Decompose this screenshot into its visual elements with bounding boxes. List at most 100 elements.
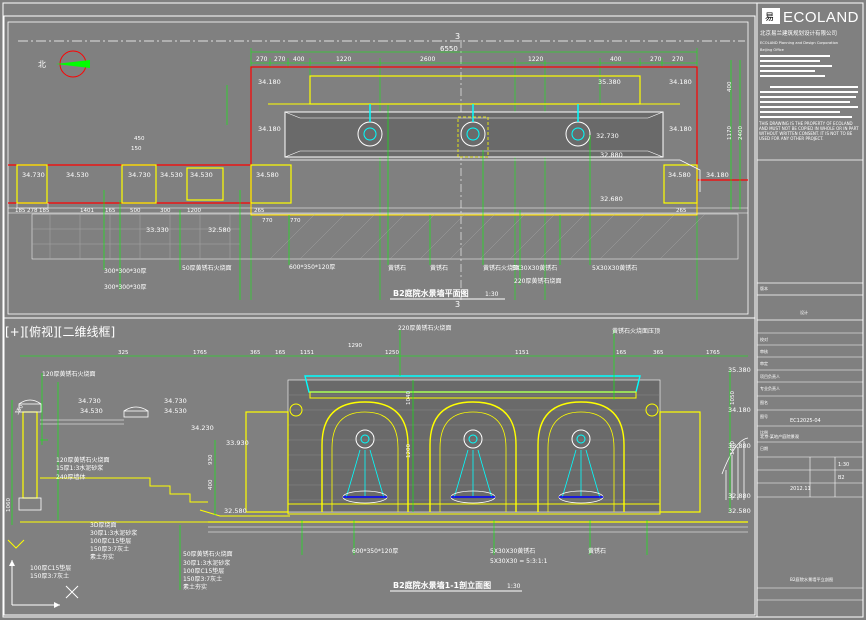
elev-layer: 150厚3:7灰土 [90,545,129,553]
elev-layer: 30厚1:3水泥砂浆 [90,529,137,537]
viewport-control-menu[interactable]: [+] [5,325,25,339]
elev-note: 5X30X30 = 5:3:1:1 [490,558,548,565]
elev-note: 黄锈石 [588,547,606,555]
tb-label: 项目负责人 [760,373,780,379]
elev-layer: 素土夯实 [90,553,114,561]
elev-note: 120厚黄锈石火烧面 [42,370,95,378]
elev-height-dim: 1050 [730,391,736,405]
plan-title: B2庭院水景墙平面图 [393,288,469,298]
plan-pillar-left [250,164,292,204]
plan-right-dim: 2400 [738,126,744,140]
plan-bottom-dim: 165 [105,208,116,214]
elev-left-post [18,399,42,511]
plan-step [186,167,224,201]
view-menu[interactable]: [俯视] [24,325,58,339]
elev-label: 34.180 [728,406,751,414]
company-address: Beijing Office [760,48,785,52]
legal-cn-lines [760,86,858,118]
plan-post-1 [16,164,48,204]
plan-left-dim: 1401 [80,208,94,214]
plan-right-dim: 400 [727,81,733,92]
tb-date: 2012.11 [790,486,811,492]
plan-notes: 300*300*30厚 300*300*30厚 50厚黄锈石火烧面 600*35… [104,264,637,291]
elev-dim: 1250 [385,350,399,356]
north-label: 北 [38,60,46,69]
plan-bottom-dim: 265 [676,208,687,214]
plan-dim: 1220 [528,56,543,63]
plan-dim: 400 [610,56,622,63]
company-name-cn: 北京易兰建筑规划设计有限公司 [760,29,837,37]
tb-label: 审定 [760,360,768,366]
plan-elev-label: 34.730 [22,171,45,179]
plan-elev-label: 34.530 [190,171,213,179]
drawing-number: EC12025-04 [790,418,821,424]
plan-elev-label: 34.580 [668,171,691,179]
plan-note: 220厚黄锈石烧面 [514,277,561,285]
ucs-icon [7,539,79,608]
elev-height-dim: 350 [15,403,26,416]
ecoland-logo-icon [762,8,780,24]
plan-bottom-dim: 278 [27,208,38,214]
elev-dim: 365 [653,350,664,356]
elev-layer: 3D厚烧面 [90,521,116,529]
elev-label: 34.530 [80,407,103,415]
elev-label: 32.580 [224,507,247,515]
plan-view: 3 3 北 6550 270 270 400 1220 2600 1220 40… [7,21,749,315]
plan-elev-label: 34.180 [669,78,692,86]
plan-bottom-dim: 185 [39,208,50,214]
plan-dim: 2600 [420,56,435,63]
elev-arch-1 [321,401,409,512]
plan-fountain-1 [357,104,383,147]
tb-label: 审核 [760,348,768,354]
elev-dim: 1151 [515,350,529,356]
plan-section-mark: 3 [455,32,460,41]
plan-elev-label: 34.530 [160,171,183,179]
plan-right-dim: 1170 [727,126,733,140]
elev-right-railing [721,437,749,500]
plan-pillar-right [663,164,698,204]
plan-elevations: 34.180 35.380 34.180 34.180 34.180 32.73… [22,78,729,234]
elev-stone-wall [287,379,661,513]
plan-dim: 270 [256,56,268,63]
logo-text: ECOLAND [783,9,859,26]
plan-note: 50厚黄锈石火烧面 [182,264,232,272]
elev-layer: 100厚C15垫层 [183,567,224,575]
elev-note: 600*350*120厚 [352,548,398,555]
elev-dim: 165 [616,350,627,356]
elev-note: 黄锈石火烧面压顶 [612,327,660,335]
plan-top-dims: 270 270 400 1220 2600 1220 400 270 270 [256,56,684,63]
svg-text:易: 易 [765,12,774,23]
plan-total-dim: 6550 [440,45,458,53]
visual-style-menu[interactable]: [二维线框] [57,325,116,339]
elev-note: 220厚黄锈石火烧面 [398,324,451,332]
plan-elev-label: 32.580 [208,226,231,234]
plan-dim: 270 [650,56,662,63]
elev-layer: 15厚1:3水泥砂浆 [56,464,103,472]
plan-note: 黄锈石火烧面 [483,264,519,272]
elev-layer: 素土夯实 [183,583,207,591]
viewport-label[interactable]: [+][俯视][二维线框] [5,323,115,340]
plan-dim: 1220 [336,56,351,63]
tb-bottom-code: B2庭院水景墙平立剖图 [790,576,833,583]
plan-note: 5X30X30黄锈石 [512,264,557,272]
elev-height-dim: 1040 [406,391,412,405]
plan-bottom-dim: 300 [160,208,171,214]
plan-elev-label: 34.580 [256,171,279,179]
plan-elev-label: 34.180 [669,125,692,133]
elev-label: 34.530 [164,407,187,415]
elev-height-dim: 1400 [730,441,736,455]
plan-left-dim: 150 [131,146,142,152]
elev-height-dim: 1200 [406,444,412,458]
elev-pillar-right [659,411,701,513]
plan-elev-label: 34.180 [706,171,729,179]
tb-grid [757,332,863,601]
plan-dim: 270 [672,56,684,63]
elev-brick-hatch [288,394,660,501]
plan-pool-outline [284,111,664,158]
plan-leaders [103,60,741,300]
plan-note: 5X30X30黄锈石 [592,264,637,272]
plan-viewport-frame [7,21,749,315]
plan-elev-label: 33.330 [146,226,169,234]
